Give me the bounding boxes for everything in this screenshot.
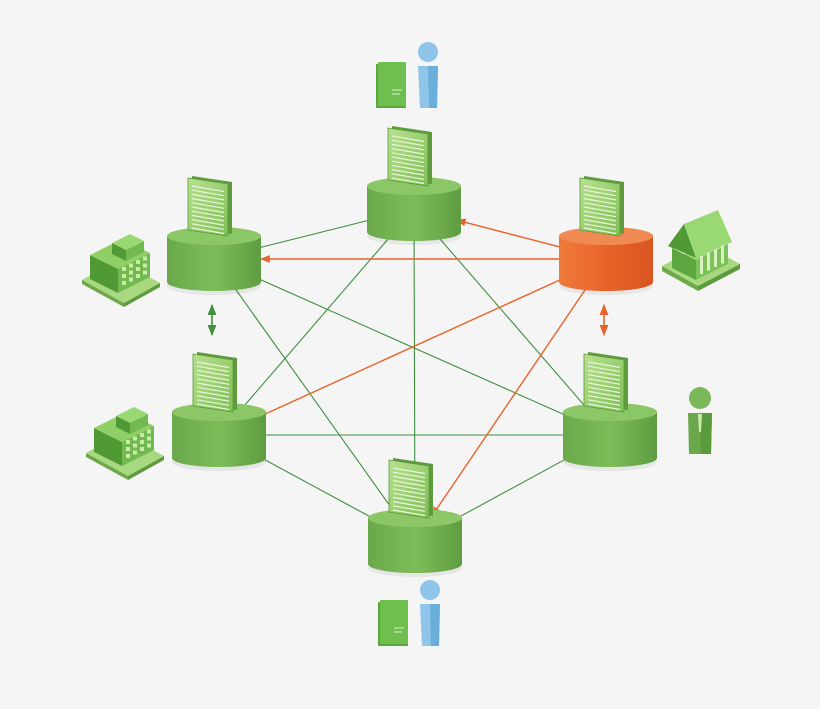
broadcast-link	[254, 275, 570, 419]
mesh-link	[252, 453, 382, 523]
ledger-document-icon	[579, 176, 624, 237]
node-cylinder-top	[172, 403, 266, 421]
node-cylinder	[368, 518, 462, 573]
node-cylinder-top	[559, 227, 653, 245]
broadcast-link	[455, 218, 564, 249]
node-cylinder	[563, 412, 657, 467]
node-left-lower	[172, 352, 266, 471]
node-cylinder	[559, 236, 653, 291]
ledger-document-icon	[583, 352, 628, 413]
mesh-link	[239, 232, 394, 412]
person-icon	[418, 42, 438, 108]
participant-bottom	[378, 580, 440, 646]
broadcast-link	[431, 283, 590, 517]
office-building-icon	[86, 407, 164, 480]
node-top	[367, 126, 461, 245]
node-right-upper	[559, 176, 653, 295]
mesh-link	[231, 283, 398, 517]
node-cylinder-top	[563, 403, 657, 421]
node-cylinder	[167, 236, 261, 291]
node-bottom	[368, 458, 462, 577]
ledger-document-icon	[387, 126, 432, 187]
mesh-link	[448, 453, 577, 523]
node-cylinder	[367, 186, 461, 241]
document-icon	[376, 62, 406, 108]
bank-building-icon	[662, 210, 740, 291]
document-icon	[378, 600, 408, 646]
node-left-upper	[167, 176, 261, 295]
participant-left-upper	[82, 234, 160, 307]
node-cylinder-top	[368, 509, 462, 527]
participant-right-upper	[662, 210, 740, 291]
person-icon	[420, 580, 440, 646]
business-person-icon	[688, 387, 712, 454]
participant-left-lower	[86, 407, 164, 480]
ledger-document-icon	[192, 352, 237, 413]
participants-layer	[82, 42, 740, 646]
links-layer	[231, 218, 590, 523]
node-cylinder-top	[367, 177, 461, 195]
mesh-link	[256, 219, 372, 249]
mesh-link	[434, 232, 590, 412]
participant-right-lower	[688, 387, 712, 454]
ledger-document-icon	[187, 176, 232, 237]
ledger-document-icon	[388, 458, 433, 519]
office-building-icon	[82, 234, 160, 307]
node-cylinder	[172, 412, 266, 467]
participant-top	[376, 42, 438, 108]
node-right-lower	[563, 352, 657, 471]
node-cylinder-top	[167, 227, 261, 245]
nodes-layer	[167, 126, 657, 577]
